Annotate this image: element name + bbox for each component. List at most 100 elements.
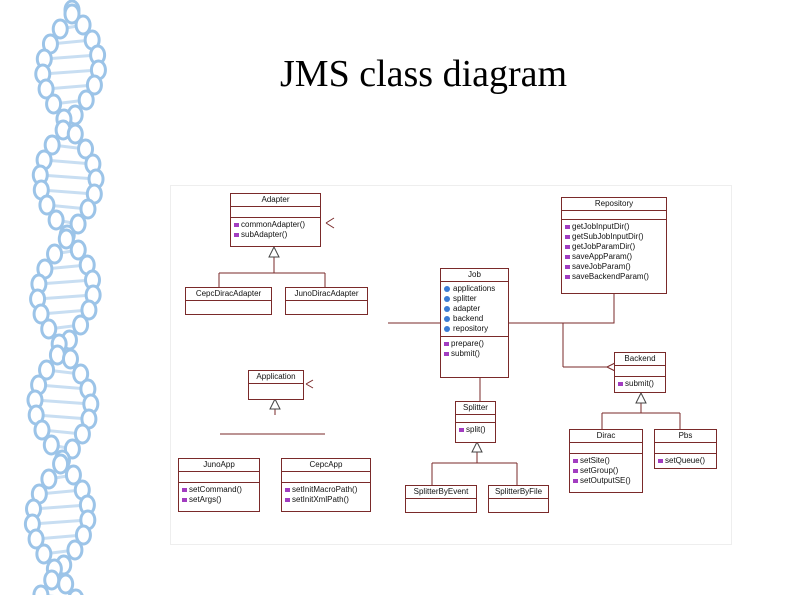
attribute: applications xyxy=(444,284,505,294)
class-name: Repository xyxy=(562,198,666,211)
helix-node xyxy=(72,363,90,385)
helix-node xyxy=(32,584,50,595)
attribute: repository xyxy=(444,324,505,334)
class-backend: Backend submit() xyxy=(614,352,666,393)
operation: getSubJobInputDir() xyxy=(565,232,663,242)
class-name: JunoApp xyxy=(179,459,259,472)
operation: setInitMacroPath() xyxy=(285,485,367,495)
operation: submit() xyxy=(444,349,505,359)
helix-node xyxy=(63,3,81,25)
helix-node xyxy=(69,213,87,235)
helix-node xyxy=(77,138,95,160)
class-repository: Repository getJobInputDir() getSubJobInp… xyxy=(561,197,667,294)
class-dirac: Dirac setSite() setGroup() setOutputSE() xyxy=(569,429,643,493)
helix-rung xyxy=(42,68,99,76)
class-splitter-by-file: SplitterByFile xyxy=(488,485,549,513)
class-adapter: Adapter commonAdapter() subAdapter() xyxy=(230,193,321,247)
class-pbs: Pbs setQueue() xyxy=(654,429,717,469)
attribute: backend xyxy=(444,314,505,324)
helix-node xyxy=(66,539,84,561)
helix-rung xyxy=(32,518,88,526)
helix-node xyxy=(47,209,65,231)
helix-node xyxy=(72,314,90,336)
slide-title: JMS class diagram xyxy=(280,53,568,95)
helix-node xyxy=(40,468,58,490)
class-name: SplitterByFile xyxy=(489,486,548,499)
operation: commonAdapter() xyxy=(234,220,317,230)
class-name: Splitter xyxy=(456,402,495,415)
helix-node xyxy=(52,453,70,475)
operation: saveBackendParam() xyxy=(565,272,663,282)
operation: saveJobParam() xyxy=(565,262,663,272)
helix-node xyxy=(80,299,98,321)
helix-node xyxy=(38,359,56,381)
helix-node xyxy=(43,134,61,156)
operation: getJobParamDir() xyxy=(565,242,663,252)
class-name: Pbs xyxy=(655,430,716,443)
helix-node xyxy=(85,74,103,96)
helix-rung xyxy=(33,503,88,511)
helix-node xyxy=(64,464,82,486)
helix-rung xyxy=(41,188,95,196)
class-name: JunoDiracAdapter xyxy=(286,288,367,301)
helix-node xyxy=(35,543,53,565)
helix-node xyxy=(46,243,64,265)
attribute: adapter xyxy=(444,304,505,314)
class-splitter: Splitter split() xyxy=(455,401,496,443)
operation: saveAppParam() xyxy=(565,252,663,262)
operation: setSite() xyxy=(573,456,639,466)
class-name: CepcDiracAdapter xyxy=(186,288,271,301)
helix-node xyxy=(32,303,50,325)
operation: setArgs() xyxy=(182,495,256,505)
operation: split() xyxy=(459,425,492,435)
operation: subAdapter() xyxy=(234,230,317,240)
class-name: Dirac xyxy=(570,430,642,443)
helix-node xyxy=(33,419,51,441)
operation: setInitXmlPath() xyxy=(285,495,367,505)
class-name: CepcApp xyxy=(282,459,370,472)
class-name: Application xyxy=(249,371,303,384)
class-name: Backend xyxy=(615,353,665,366)
helix-node xyxy=(57,573,75,595)
helix-rung xyxy=(40,173,97,181)
class-juno-dirac-adapter: JunoDiracAdapter xyxy=(285,287,368,315)
helix-node xyxy=(42,434,60,456)
helix-rung xyxy=(36,413,90,421)
operation: setCommand() xyxy=(182,485,256,495)
class-name: Job xyxy=(441,269,508,282)
helix-rung xyxy=(38,278,93,286)
helix-node xyxy=(74,524,92,546)
helix-node xyxy=(77,89,95,111)
helix-rung xyxy=(34,398,91,406)
operation: getJobInputDir() xyxy=(565,222,663,232)
class-cepc-dirac-adapter: CepcDiracAdapter xyxy=(185,287,272,315)
helix-node xyxy=(27,528,45,550)
helix-node xyxy=(69,239,87,261)
class-cepc-app: CepcApp setInitMacroPath() setInitXmlPat… xyxy=(281,458,371,512)
helix-node xyxy=(40,318,58,340)
helix-node xyxy=(43,569,61,591)
operation: prepare() xyxy=(444,339,505,349)
class-name: Adapter xyxy=(231,194,320,207)
operation: setQueue() xyxy=(658,456,713,466)
helix-node xyxy=(57,228,75,250)
class-application: Application xyxy=(248,370,304,400)
helix-node xyxy=(66,123,84,145)
helix-node xyxy=(79,198,97,220)
operation: submit() xyxy=(618,379,662,389)
class-juno-app: JunoApp setCommand() setArgs() xyxy=(178,458,260,512)
helix-node xyxy=(73,423,91,445)
class-splitter-by-event: SplitterByEvent xyxy=(405,485,477,513)
operation: setOutputSE() xyxy=(573,476,639,486)
dna-helix-icon xyxy=(23,0,107,595)
helix-node xyxy=(67,588,84,595)
helix-node xyxy=(45,93,63,115)
helix-node xyxy=(74,14,92,36)
operation: setGroup() xyxy=(573,466,639,476)
helix-rung xyxy=(37,293,94,301)
class-job: Job applications splitter adapter backen… xyxy=(440,268,509,378)
helix-node xyxy=(51,18,69,40)
helix-rung xyxy=(44,53,98,61)
helix-node xyxy=(61,348,79,370)
helix-node xyxy=(38,194,56,216)
